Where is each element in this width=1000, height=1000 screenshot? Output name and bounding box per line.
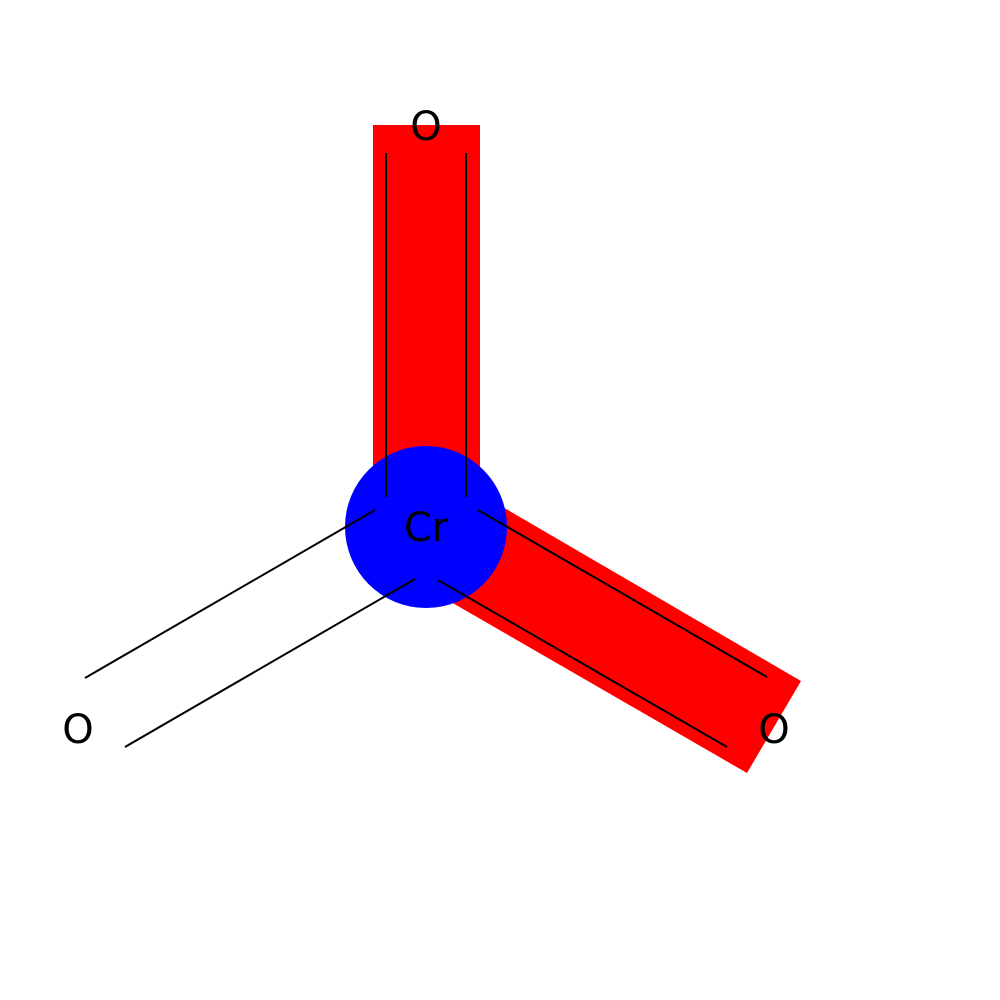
- double-bond-cr-o-right: [437, 509, 768, 748]
- double-bond-cr-o-top: [385, 153, 467, 497]
- atom-label-o-left: O: [62, 707, 93, 753]
- atom-label-o-right: O: [758, 707, 789, 753]
- atom-labels: O Cr O O: [62, 104, 789, 753]
- bond-line: [124, 578, 416, 748]
- double-bond-cr-o-left: [84, 509, 416, 748]
- atom-label-cr: Cr: [404, 505, 449, 551]
- bond-line: [84, 509, 376, 679]
- bond-lines: [84, 153, 768, 748]
- atom-label-o-top: O: [410, 104, 441, 150]
- bond-highlight-cr-o-top: [373, 125, 480, 525]
- bond-line: [477, 509, 768, 678]
- bond-line: [437, 579, 728, 748]
